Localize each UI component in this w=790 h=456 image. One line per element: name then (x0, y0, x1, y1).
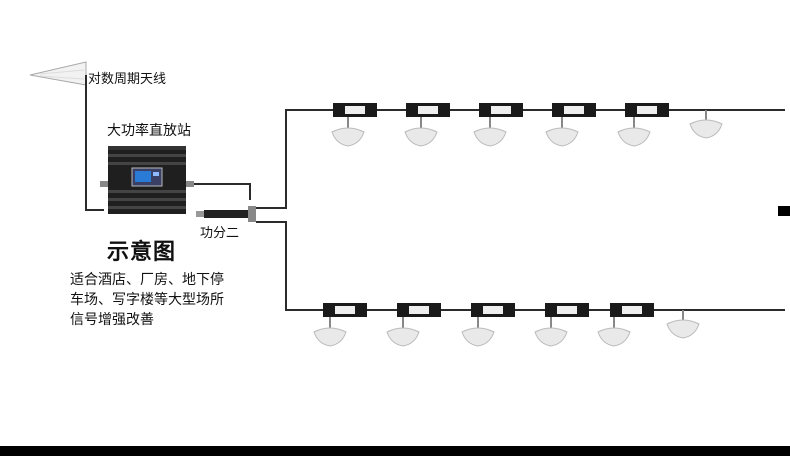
diagram-background (0, 0, 778, 446)
description-text: 适合酒店、厂房、地下停 车场、写字楼等大型场所 信号增强改善 (70, 270, 224, 330)
ceiling-antenna-icon (597, 317, 631, 347)
lower-couplers (323, 303, 654, 317)
coupler-icon (323, 303, 367, 317)
ceiling-antenna-icon (461, 317, 495, 347)
upper-ceiling-antennas (331, 110, 723, 147)
coupler-icon (545, 303, 589, 317)
ceiling-antenna-icon (545, 117, 579, 147)
coupler-icon (479, 103, 523, 117)
repeater-label: 大功率直放站 (107, 123, 191, 139)
antenna-label: 对数周期天线 (88, 72, 167, 87)
power-splitter-icon (196, 206, 256, 222)
coupler-icon (552, 103, 596, 117)
feeder-cable (194, 183, 251, 200)
ceiling-antenna-icon (689, 110, 723, 139)
description-line: 信号增强改善 (70, 312, 154, 328)
antenna-cable (85, 75, 104, 211)
lower-ceiling-antennas (313, 310, 700, 347)
log-periodic-antenna-icon (29, 61, 87, 86)
coupler-icon (610, 303, 654, 317)
ceiling-antenna-icon (666, 310, 700, 339)
description-line: 适合酒店、厂房、地下停 (70, 272, 224, 288)
splitter-label: 功分二 (200, 226, 240, 241)
upper-couplers (333, 103, 669, 117)
ceiling-antenna-icon (386, 317, 420, 347)
coupler-icon (406, 103, 450, 117)
coupler-icon (471, 303, 515, 317)
ceiling-antenna-icon (313, 317, 347, 347)
lower-branch-cable (256, 221, 785, 311)
description-line: 车场、写字楼等大型场所 (70, 292, 224, 308)
ceiling-antenna-icon (331, 117, 365, 147)
coupler-icon (333, 103, 377, 117)
ceiling-antenna-icon (404, 117, 438, 147)
signal-repeater-icon (100, 146, 194, 214)
ceiling-antenna-icon (534, 317, 568, 347)
ceiling-antenna-icon (617, 117, 651, 147)
coupler-icon (625, 103, 669, 117)
diagram-title: 示意图 (107, 240, 177, 265)
ceiling-antenna-icon (473, 117, 507, 147)
upper-branch-cable (256, 109, 785, 209)
coupler-icon (397, 303, 441, 317)
